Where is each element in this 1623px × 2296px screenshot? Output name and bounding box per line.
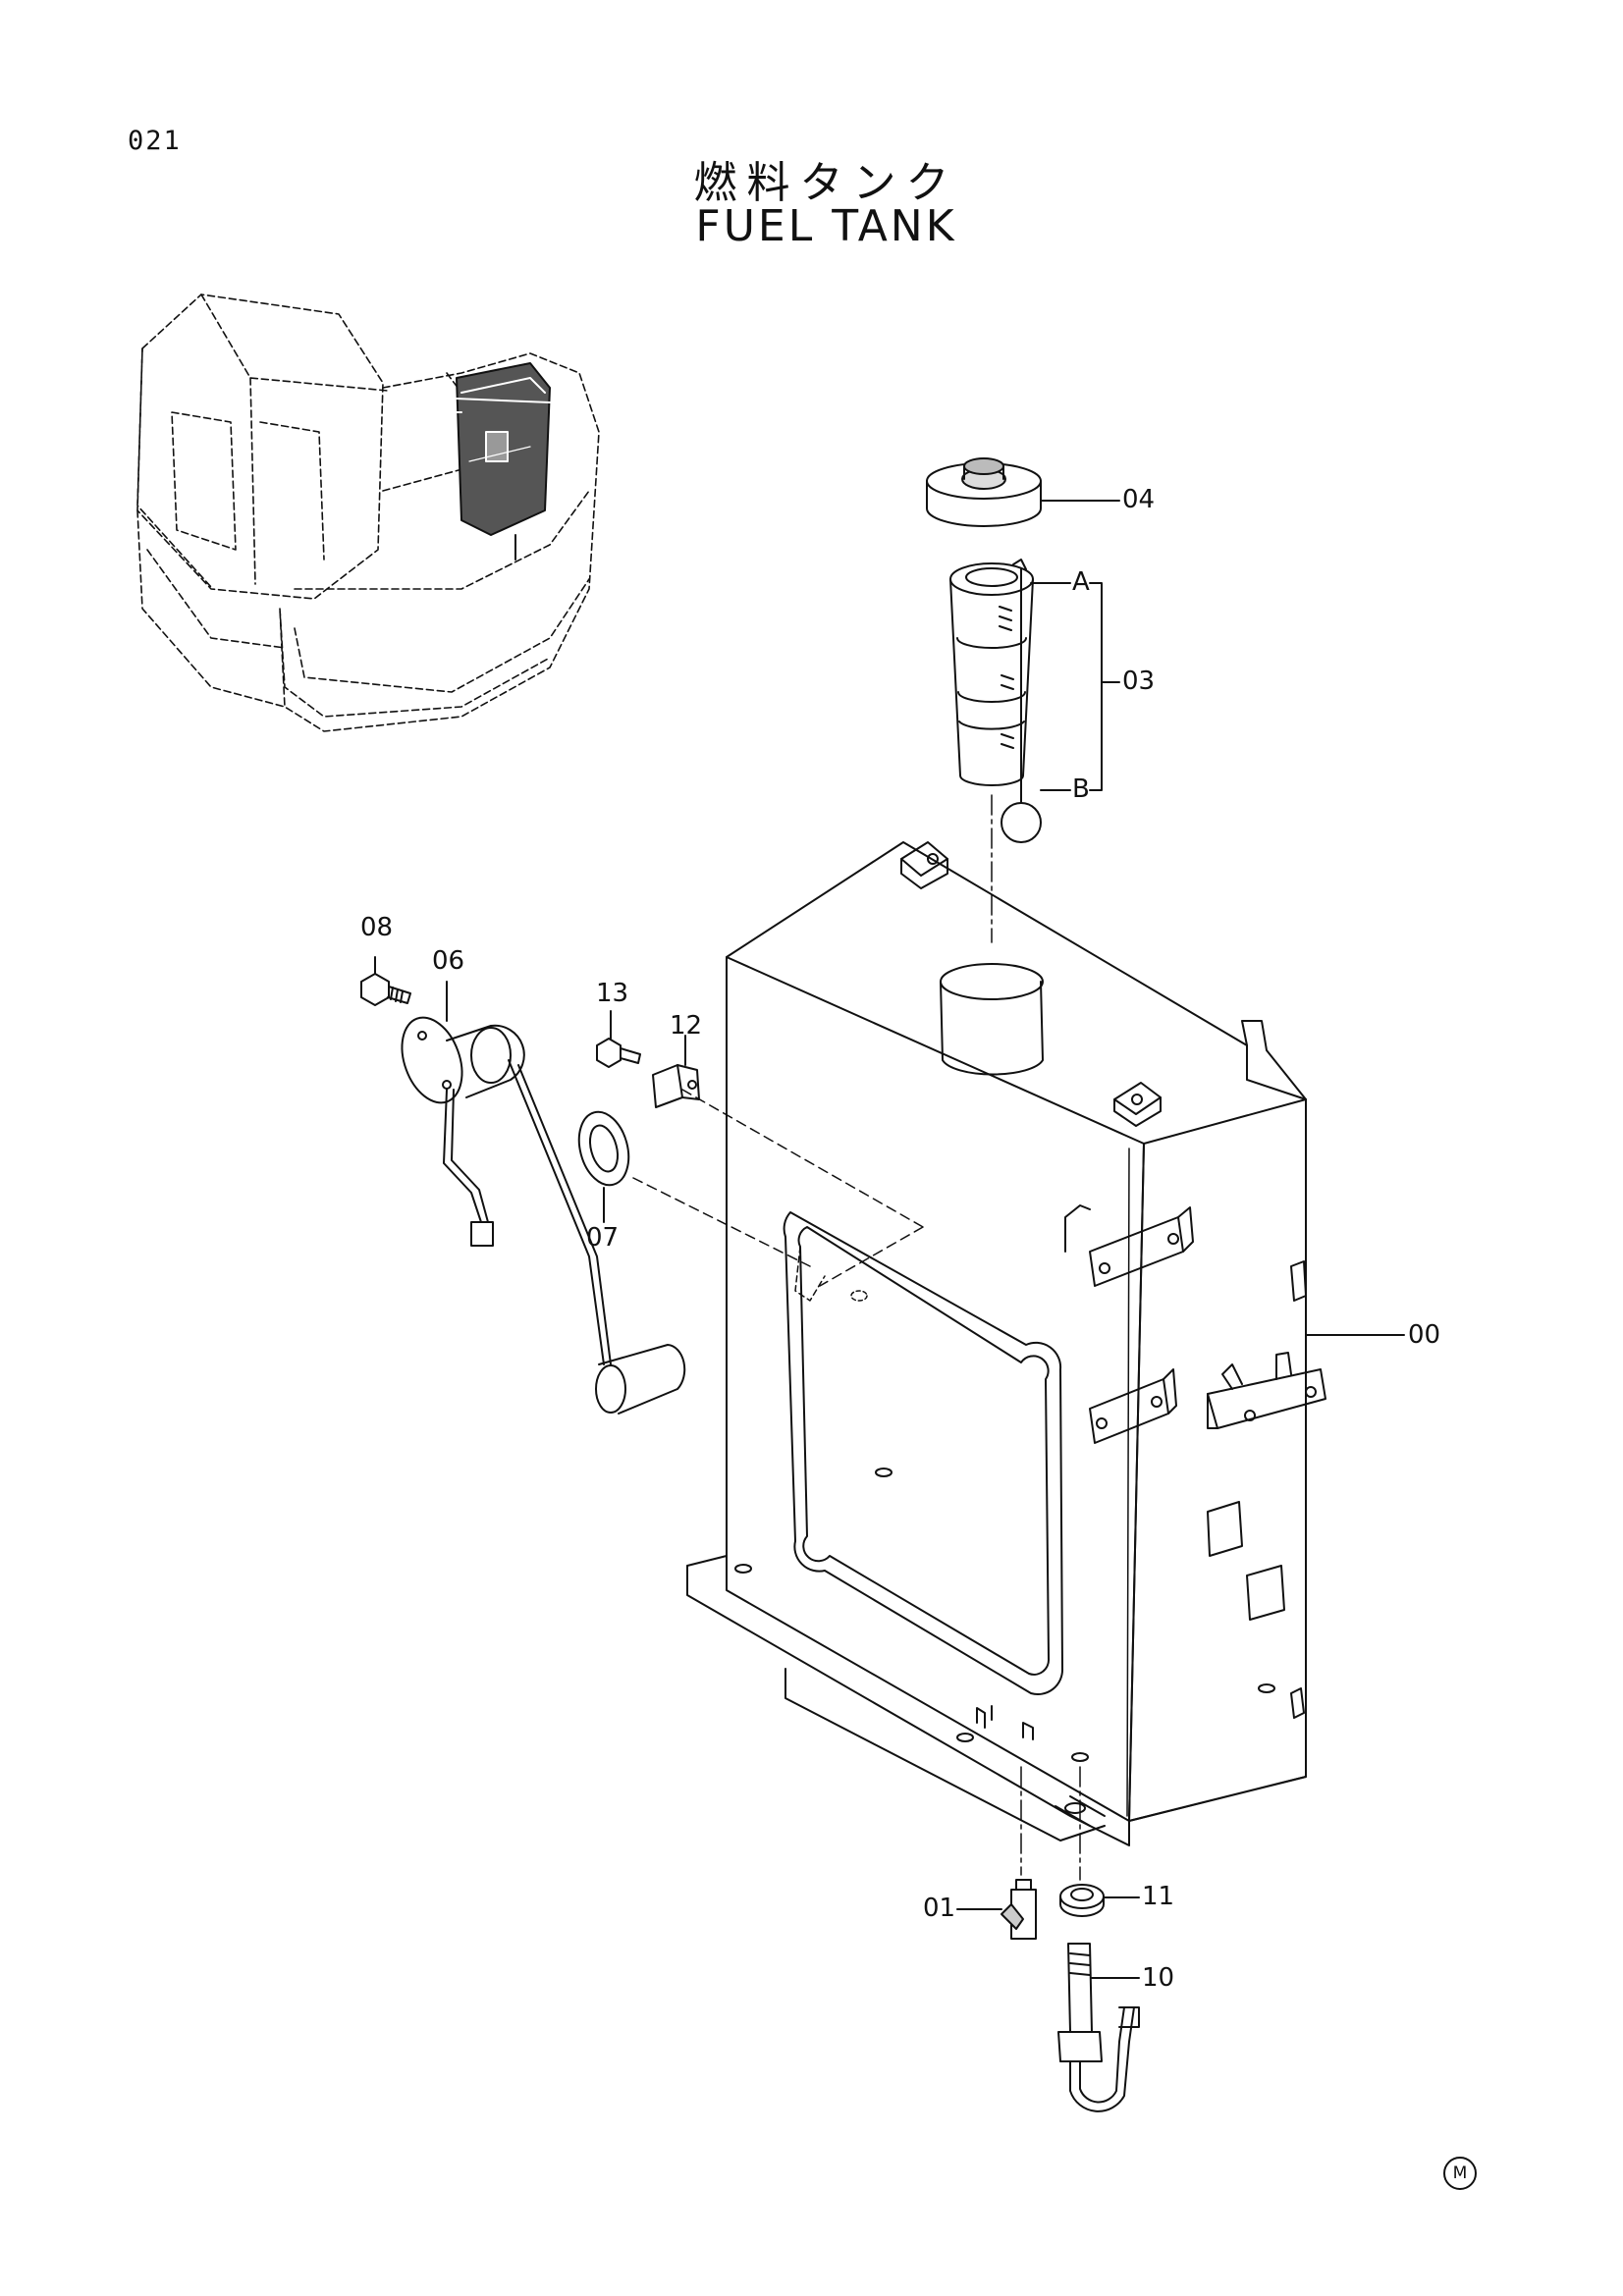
callout-03: 03	[1122, 667, 1156, 696]
callout-00: 00	[1408, 1320, 1441, 1350]
part-12-clip	[653, 1036, 699, 1107]
callout-B: B	[1072, 774, 1090, 804]
callout-10: 10	[1142, 1963, 1175, 1993]
tank-highlight	[422, 363, 550, 560]
callout-08: 08	[360, 913, 394, 942]
callout-A: A	[1072, 567, 1090, 597]
part-06-sender	[391, 982, 684, 1414]
part-10-sensor	[1058, 1944, 1139, 2111]
title-english: FUEL TANK	[695, 201, 957, 251]
part-03-strainer	[950, 560, 1119, 942]
machine-overview	[137, 294, 599, 731]
callout-06: 06	[432, 946, 465, 976]
registered-mark: M	[1443, 2157, 1477, 2190]
part-00-tank	[633, 842, 1404, 1880]
part-08-bolt	[361, 957, 410, 1005]
callout-04: 04	[1122, 485, 1156, 514]
page-number: 021	[128, 126, 182, 156]
title-japanese: 燃料タンク	[693, 158, 959, 208]
part-01-drain-cock	[957, 1880, 1036, 1939]
part-04-cap	[927, 458, 1119, 526]
part-11-washer	[1060, 1885, 1139, 1916]
callout-13: 13	[596, 979, 629, 1008]
callout-01: 01	[923, 1894, 956, 1923]
part-13-bolt	[597, 1011, 640, 1067]
callout-11: 11	[1142, 1882, 1175, 1911]
part-07-gasket	[571, 1106, 636, 1222]
callout-07: 07	[586, 1223, 620, 1253]
callout-12: 12	[670, 1011, 703, 1041]
